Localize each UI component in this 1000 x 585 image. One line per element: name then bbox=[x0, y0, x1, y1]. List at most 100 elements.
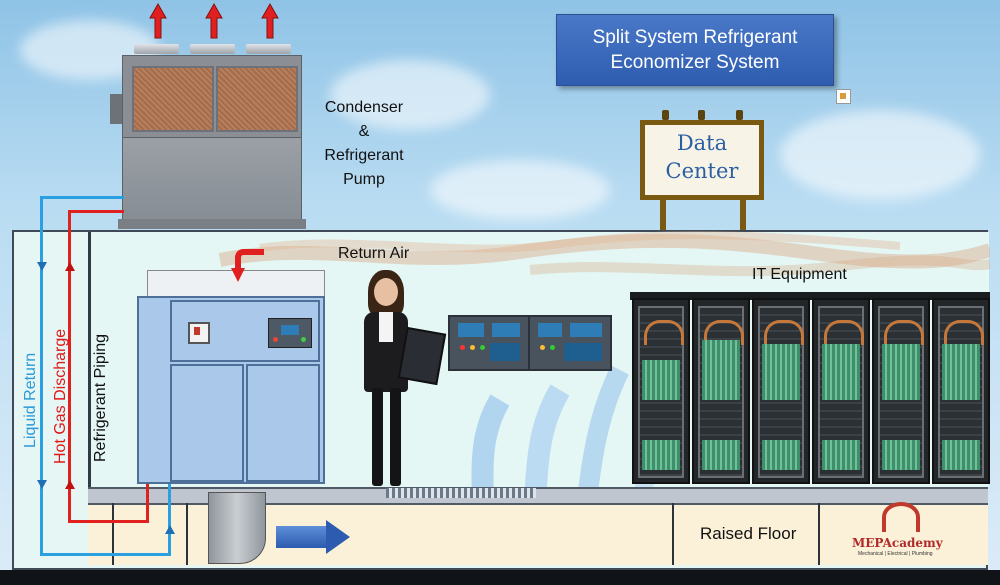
cloud bbox=[780, 110, 980, 200]
liquid-flow-arrow-icon bbox=[37, 262, 47, 271]
control-console[interactable] bbox=[448, 315, 530, 371]
rack-servers bbox=[762, 344, 800, 400]
billboard-lamp bbox=[662, 110, 669, 120]
condenser-pad bbox=[118, 219, 306, 229]
control-console[interactable] bbox=[528, 315, 612, 371]
rack-cabling bbox=[644, 320, 684, 345]
billboard-line-2: Center bbox=[665, 159, 739, 183]
console-display bbox=[490, 343, 520, 361]
rack-servers bbox=[822, 440, 860, 470]
condenser-label-line: Refrigerant bbox=[324, 147, 404, 164]
billboard-line-1: Data bbox=[676, 131, 728, 155]
ground-slab bbox=[0, 570, 1000, 585]
rack-servers bbox=[942, 440, 980, 470]
rack-servers bbox=[762, 440, 800, 470]
diagram-title: Split System Refrigerant Economizer Syst… bbox=[556, 14, 834, 86]
condenser-label-line: Condenser bbox=[324, 99, 404, 116]
hot-gas-pipe bbox=[68, 210, 71, 522]
exhaust-arrow-icon bbox=[149, 2, 279, 39]
console-display bbox=[492, 323, 520, 337]
liquid-return-label: Liquid Return bbox=[22, 352, 39, 448]
mep-academy-logo-icon bbox=[882, 502, 920, 532]
rack-top-tray bbox=[630, 292, 990, 300]
server-rack bbox=[932, 298, 990, 484]
disconnect-switch-icon[interactable] bbox=[188, 322, 210, 344]
cloud bbox=[430, 160, 610, 220]
liquid-return-pipe bbox=[168, 484, 171, 556]
rack-cabling bbox=[944, 320, 984, 345]
technician-leg bbox=[390, 388, 401, 486]
perforated-floor-tile bbox=[386, 488, 536, 498]
server-rack bbox=[872, 298, 930, 484]
console-display bbox=[570, 323, 602, 337]
supply-air-arrow-head bbox=[326, 520, 350, 554]
server-rack bbox=[752, 298, 810, 484]
liquid-return-pipe bbox=[40, 553, 170, 556]
status-led bbox=[460, 345, 465, 350]
rack-servers bbox=[882, 440, 920, 470]
status-led bbox=[273, 337, 278, 342]
floor-pedestal bbox=[672, 503, 674, 565]
billboard-lamp bbox=[698, 110, 705, 120]
status-led bbox=[550, 345, 555, 350]
raised-floor-deck bbox=[88, 487, 988, 505]
rack-cabling bbox=[764, 320, 804, 345]
technician-head bbox=[374, 278, 398, 306]
logo-subtitle: Mechanical | Electrical | Plumbing bbox=[858, 551, 933, 557]
rack-servers bbox=[642, 360, 680, 400]
billboard-post bbox=[660, 200, 666, 230]
supply-air-arrow-icon bbox=[276, 526, 326, 548]
hot-gas-discharge-label: Hot Gas Discharge bbox=[52, 328, 69, 464]
rack-servers bbox=[702, 340, 740, 400]
billboard-post bbox=[740, 200, 746, 230]
status-led bbox=[540, 345, 545, 350]
condenser-electrical-box bbox=[110, 94, 122, 124]
rack-cabling bbox=[824, 320, 864, 345]
status-led bbox=[470, 345, 475, 350]
return-air-label: Return Air bbox=[338, 245, 410, 262]
console-display bbox=[538, 323, 562, 337]
status-led bbox=[301, 337, 306, 342]
status-led bbox=[480, 345, 485, 350]
condenser-label-line: Pump bbox=[343, 171, 385, 188]
condenser-coil bbox=[132, 66, 214, 132]
condenser-fan bbox=[134, 44, 179, 54]
rack-servers bbox=[642, 440, 680, 470]
rack-servers bbox=[942, 344, 980, 400]
cloud bbox=[330, 60, 490, 130]
note-icon[interactable] bbox=[836, 89, 851, 104]
hot-gas-pipe bbox=[68, 520, 148, 523]
refrigerant-pump-section bbox=[122, 137, 302, 221]
return-air-arrow-icon bbox=[231, 249, 264, 282]
liquid-return-pipe bbox=[40, 196, 43, 556]
hot-gas-flow-arrow-icon bbox=[65, 480, 75, 489]
console-display bbox=[564, 343, 602, 361]
hot-gas-pipe bbox=[146, 484, 149, 523]
liquid-flow-arrow-icon bbox=[165, 525, 175, 534]
title-line-2: Economizer System bbox=[610, 52, 780, 73]
floor-pedestal bbox=[112, 503, 114, 565]
crah-upper-panel bbox=[170, 300, 320, 362]
title-line-1: Split System Refrigerant bbox=[592, 27, 798, 48]
floor-pedestal bbox=[186, 503, 188, 565]
crah-lower-right-panel bbox=[246, 364, 320, 482]
liquid-flow-arrow-icon bbox=[37, 480, 47, 489]
rack-cabling bbox=[704, 320, 744, 345]
billboard-lamp bbox=[736, 110, 743, 120]
hot-gas-pipe bbox=[68, 210, 124, 213]
technician-leg bbox=[372, 388, 383, 486]
rack-cabling bbox=[884, 320, 924, 345]
server-rack bbox=[812, 298, 870, 484]
return-air-flow bbox=[218, 231, 990, 277]
floor-pedestal bbox=[818, 503, 820, 565]
condenser-fan bbox=[246, 44, 291, 54]
rack-servers bbox=[822, 344, 860, 400]
rack-servers bbox=[702, 440, 740, 470]
supply-air-duct bbox=[208, 492, 266, 564]
liquid-return-pipe bbox=[40, 196, 124, 199]
crah-control-panel[interactable] bbox=[268, 318, 312, 348]
crah-display bbox=[281, 325, 299, 335]
condenser-label: Condenser & Refrigerant Pump bbox=[312, 96, 416, 192]
technician-shirt bbox=[379, 312, 393, 342]
